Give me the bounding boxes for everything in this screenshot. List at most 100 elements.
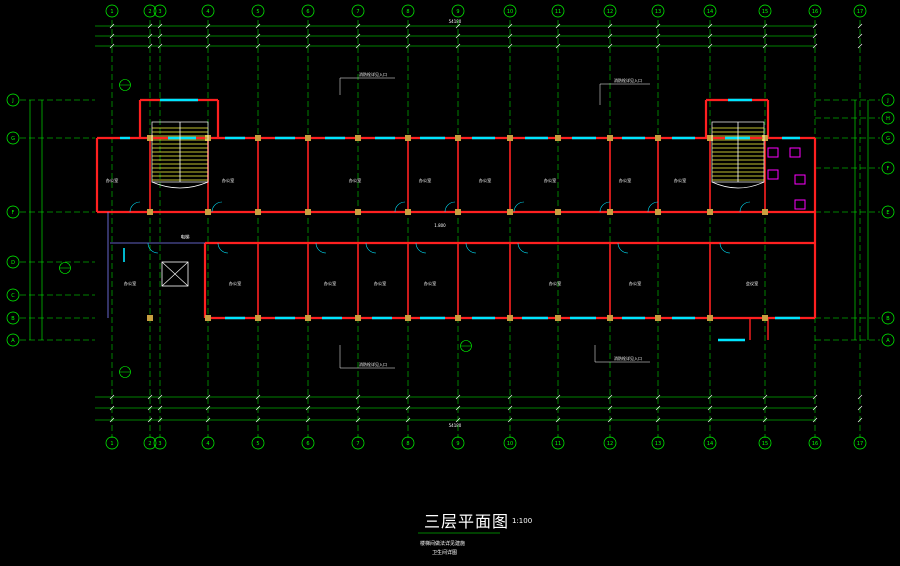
dim-tick-6-5 [355, 417, 361, 423]
column-south-3 [305, 315, 311, 321]
axis-label-left-C: C [11, 293, 15, 299]
axis-label-top-12: 12 [607, 9, 613, 15]
axis-bubble-right-J [881, 93, 895, 107]
dim-tick-2-5 [157, 417, 163, 423]
room-label-north-7: 办公室 [674, 177, 687, 184]
dim-tick-11-2 [607, 43, 613, 49]
dim-tick-15-5 [812, 417, 818, 423]
axis-label-bottom-3: 3 [158, 441, 161, 447]
axis-bubble-bottom-2 [143, 436, 157, 450]
fixture-0 [767, 147, 779, 158]
elevator-shaft [161, 261, 189, 287]
dim-tick-16-5 [857, 417, 863, 423]
dim-tick-13-1 [707, 33, 713, 39]
dim-tick-16-4 [857, 405, 863, 411]
axis-label-top-15: 15 [762, 9, 768, 15]
dim-tick-12-4 [655, 405, 661, 411]
axis-label-bottom-6: 6 [306, 441, 309, 447]
dim-tick-8-5 [455, 417, 461, 423]
room-label-south-3: 办公室 [374, 280, 387, 287]
column-mid-3 [305, 209, 311, 215]
axis-bubble-left-G [6, 131, 20, 145]
axis-bubble-left-F [6, 205, 20, 219]
axis-label-top-9: 9 [456, 9, 459, 15]
axis-label-bottom-2: 2 [148, 441, 151, 447]
room-label-south-0: 办公室 [124, 280, 137, 287]
column-north-9 [607, 135, 613, 141]
column-north-8 [555, 135, 561, 141]
dim-tick-13-5 [707, 417, 713, 423]
dim-tick-0-3 [109, 394, 115, 400]
dim-tick-14-3 [762, 394, 768, 400]
axis-label-top-4: 4 [206, 9, 209, 15]
axis-label-top-13: 13 [655, 9, 661, 15]
axis-bubble-top-5 [251, 4, 265, 18]
room-label-north-0: 办公室 [106, 177, 119, 184]
column-mid-2 [255, 209, 261, 215]
dim-tick-4-1 [255, 33, 261, 39]
dim-tick-3-5 [205, 417, 211, 423]
axis-bubble-left-B [6, 311, 20, 325]
axis-label-left-B: B [11, 316, 15, 322]
dim-tick-10-2 [555, 43, 561, 49]
room-label-north-4: 办公室 [479, 177, 492, 184]
dim-tick-11-1 [607, 33, 613, 39]
door-south-2 [315, 242, 327, 254]
axis-bubble-top-9 [451, 4, 465, 18]
fixture-1 [789, 147, 801, 158]
dim-tick-15-3 [812, 394, 818, 400]
dim-tick-14-2 [762, 43, 768, 49]
axis-bubble-top-1 [105, 4, 119, 18]
dim-tick-12-3 [655, 394, 661, 400]
dim-tick-2-0 [157, 23, 163, 29]
dim-tick-3-4 [205, 405, 211, 411]
door-south-1 [217, 242, 229, 254]
dim-tick-3-2 [205, 43, 211, 49]
axis-label-left-J: J [11, 98, 13, 104]
dim-tick-5-0 [305, 23, 311, 29]
drawing-note-2: 卫生间详图 [432, 550, 458, 556]
axis-bubble-bottom-9 [451, 436, 465, 450]
column-north-12 [762, 135, 768, 141]
dim-tick-13-0 [707, 23, 713, 29]
room-label-south-6: 办公室 [629, 280, 642, 287]
dim-tick-4-0 [255, 23, 261, 29]
axis-bubble-bottom-5 [251, 436, 265, 450]
dim-tick-9-5 [507, 417, 513, 423]
dim-tick-0-0 [109, 23, 115, 29]
dim-tick-6-0 [355, 23, 361, 29]
column-north-11 [707, 135, 713, 141]
axis-bubble-bottom-7 [351, 436, 365, 450]
door-south-8 [719, 242, 731, 254]
column-north-10 [655, 135, 661, 141]
axis-label-right-F: F [887, 166, 890, 172]
column-south-5 [405, 315, 411, 321]
dim-tick-0-1 [109, 33, 115, 39]
axis-bubble-bottom-3 [153, 436, 167, 450]
axis-label-bottom-5: 5 [256, 441, 259, 447]
elevator-x-2 [161, 261, 189, 287]
dim-tick-2-1 [157, 33, 163, 39]
dim-tick-6-4 [355, 405, 361, 411]
stair-east-landing-arc [711, 181, 765, 189]
dim-tick-5-1 [305, 33, 311, 39]
dim-tick-1-5 [147, 417, 153, 423]
dim-tick-6-3 [355, 394, 361, 400]
axis-label-top-1: 1 [110, 9, 113, 15]
door-north-4 [513, 201, 525, 213]
column-south-7 [507, 315, 513, 321]
column-south-10 [655, 315, 661, 321]
door-south-5 [465, 242, 477, 254]
axis-bubble-top-13 [651, 4, 665, 18]
dim-tick-9-0 [507, 23, 513, 29]
room-label-south-1: 办公室 [229, 280, 242, 287]
axis-bubble-bottom-8 [401, 436, 415, 450]
dim-tick-5-5 [305, 417, 311, 423]
axis-label-bottom-13: 13 [655, 441, 661, 447]
dim-tick-12-0 [655, 23, 661, 29]
axis-bubble-top-15 [758, 4, 772, 18]
axis-bubble-top-2 [143, 4, 157, 18]
dim-tick-4-2 [255, 43, 261, 49]
axis-label-right-J: J [886, 98, 888, 104]
axis-label-right-B: B [886, 316, 890, 322]
